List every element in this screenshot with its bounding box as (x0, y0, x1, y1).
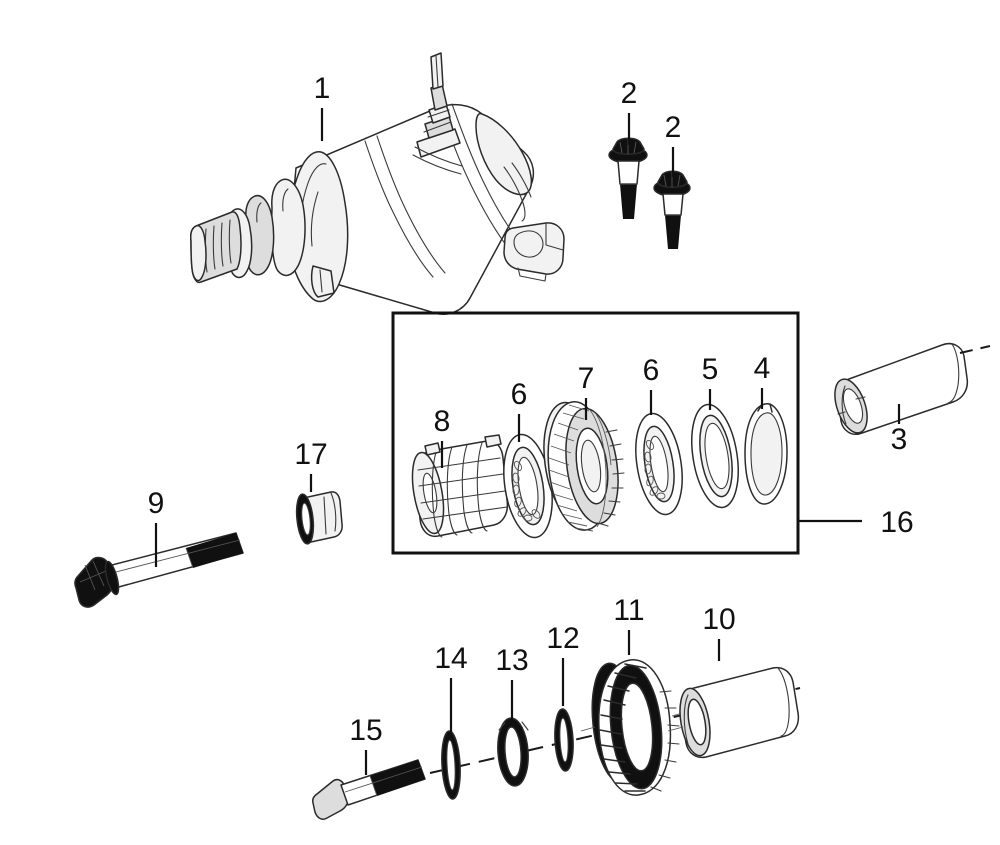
part-thrust-washer[interactable] (685, 401, 745, 511)
callout-7[interactable]: 7 (578, 362, 595, 395)
part-starter-motor[interactable] (190, 52, 565, 315)
callout-2b[interactable]: 2 (665, 111, 682, 144)
callout-3[interactable]: 3 (891, 423, 908, 456)
callout-16[interactable]: 16 (880, 506, 913, 539)
callout-5[interactable]: 5 (702, 353, 719, 386)
part-sleeve-bushing[interactable] (829, 342, 991, 437)
part-driven-gear[interactable] (537, 399, 625, 532)
callout-6a[interactable]: 6 (511, 378, 528, 411)
callout-13[interactable]: 13 (495, 644, 528, 677)
callout-15[interactable]: 15 (349, 714, 382, 747)
callout-9[interactable]: 9 (148, 487, 165, 520)
part-snap-ring-13[interactable] (496, 717, 531, 787)
callout-numbers: 1 2 2 3 4 5 6 6 7 8 9 10 11 12 13 14 15 … (148, 72, 914, 747)
part-washer-14[interactable] (440, 730, 462, 800)
callout-6b[interactable]: 6 (643, 354, 660, 387)
part-short-bolt[interactable] (312, 759, 426, 820)
callout-10[interactable]: 10 (702, 603, 735, 636)
callout-1[interactable]: 1 (314, 72, 331, 105)
callout-12[interactable]: 12 (546, 622, 579, 655)
callout-11[interactable]: 11 (613, 594, 644, 627)
callout-8[interactable]: 8 (434, 405, 451, 438)
callout-4[interactable]: 4 (754, 352, 771, 385)
part-idle-gear[interactable] (580, 659, 690, 796)
part-flange-bolt-lower[interactable] (653, 170, 691, 249)
part-washer-12[interactable] (553, 708, 574, 772)
callout-2a[interactable]: 2 (621, 77, 638, 110)
starter-clutch-group-box (391, 311, 800, 555)
part-long-flange-bolt[interactable] (74, 532, 244, 608)
leader-lines (154, 108, 901, 775)
part-flange-bolt-upper[interactable] (608, 137, 648, 219)
callout-17[interactable]: 17 (294, 438, 327, 471)
part-retaining-ring[interactable] (744, 403, 788, 505)
part-gear-sleeve[interactable] (667, 666, 800, 759)
part-sprag-clutch[interactable] (407, 434, 509, 538)
callout-14[interactable]: 14 (434, 642, 467, 675)
part-cap-plug[interactable] (294, 491, 343, 545)
part-needle-bearing-right[interactable] (629, 410, 688, 518)
